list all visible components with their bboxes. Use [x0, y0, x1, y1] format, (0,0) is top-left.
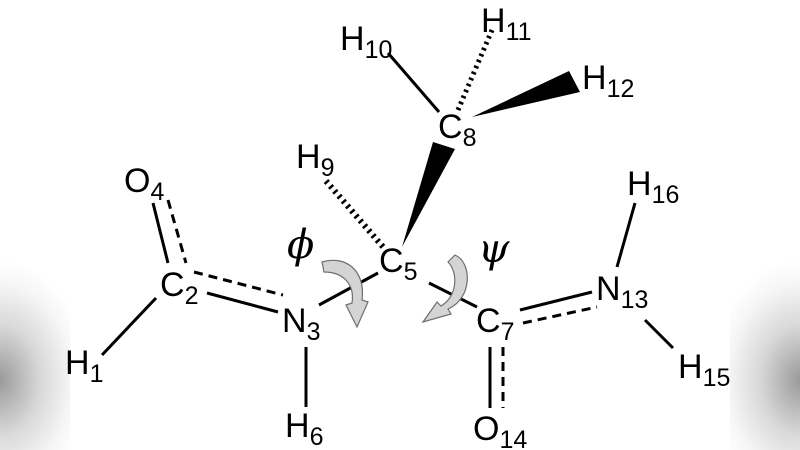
left-shadow — [0, 60, 70, 450]
atom-n13: N13 — [596, 270, 648, 314]
atom-c2: C2 — [160, 266, 198, 310]
right-shadow — [730, 60, 800, 450]
atom-h11: H11 — [481, 2, 532, 46]
psi-rotation-arrow-icon — [421, 254, 468, 324]
bond-n3-c5 — [318, 271, 379, 307]
bond-c2-n3 — [206, 291, 279, 314]
bond-c2-o4 — [151, 202, 170, 264]
atom-o14: O14 — [473, 410, 527, 450]
atom-h1: H1 — [65, 344, 103, 388]
atom-h15: H15 — [678, 348, 730, 392]
bond-c2-n3-partial — [193, 270, 284, 297]
atom-o4: O4 — [124, 162, 164, 206]
bond-c5-c8-wedge — [402, 142, 455, 247]
bond-n13-h15 — [643, 318, 675, 350]
bond-c2-h1 — [100, 296, 158, 357]
atom-c7: C7 — [476, 302, 514, 346]
atom-h10: H10 — [340, 20, 392, 64]
bond-c5-h9-hashed — [323, 179, 387, 250]
bond-c2-o4-partial — [166, 199, 188, 264]
atom-h6: H6 — [285, 407, 323, 450]
atom-n3: N3 — [282, 302, 320, 346]
phi-rotation-arrow-icon — [321, 259, 369, 329]
bond-c7-n13 — [519, 290, 593, 312]
bond-n13-h16 — [615, 202, 637, 268]
atom-c5: C5 — [379, 242, 417, 286]
psi-label: ψ — [478, 226, 510, 272]
bond-c8-h12-wedge — [472, 71, 580, 117]
atom-h9: H9 — [296, 138, 334, 182]
bond-c8-h10 — [386, 52, 441, 113]
atom-c8: C8 — [438, 108, 476, 152]
bond-c7-n13-partial — [522, 305, 598, 325]
atom-h16: H16 — [627, 165, 679, 209]
phi-label: ϕ — [287, 222, 314, 268]
atom-h12: H12 — [582, 59, 634, 103]
bond-c8-h11-hashed — [455, 29, 495, 111]
